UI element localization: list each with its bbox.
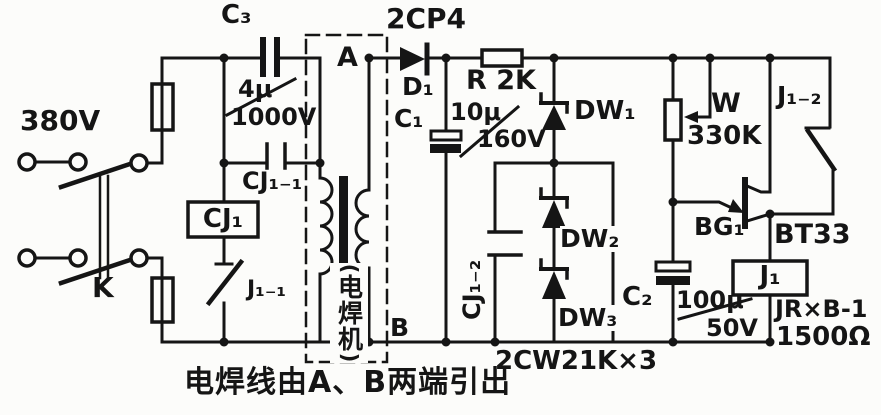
switch-terminal	[129, 153, 149, 173]
c2-voltage-label: 50V	[706, 314, 758, 342]
c1-capacity-label: 10μ	[450, 98, 502, 126]
dw3-label: DW₃	[558, 303, 618, 332]
potentiometer-w	[663, 56, 712, 204]
switch-terminal	[17, 152, 37, 172]
switch-terminal	[68, 248, 88, 268]
zener-model-label: 2CW21K×3	[495, 346, 658, 376]
transistor-base-bar	[742, 177, 748, 229]
contact-j1-1	[205, 235, 245, 344]
wiper-arrow	[684, 111, 698, 123]
capacitor-c1	[429, 56, 521, 344]
transformer-secondary-winding	[354, 56, 371, 344]
welder-name-text: 电焊机	[334, 274, 364, 352]
switch-terminal	[129, 248, 149, 268]
switch-k-label: K	[92, 271, 114, 304]
dw2-label: DW₂	[560, 224, 620, 253]
pot-value-label: 330K	[687, 121, 762, 151]
capacitor-c3	[224, 37, 322, 118]
resistor-r-label: R 2K	[466, 65, 536, 96]
resistor-r	[480, 48, 832, 129]
c3-rating-slash	[224, 76, 298, 118]
zener-dw3	[539, 258, 569, 344]
fuse-bottom	[145, 256, 175, 344]
diode-d1	[367, 42, 484, 76]
d1-label: D₁	[402, 72, 434, 101]
transformer-core	[339, 176, 348, 276]
c1-label: C₁	[394, 104, 424, 133]
knife-switch-k	[17, 152, 149, 286]
c2-capacity-label: 100μ	[676, 286, 744, 314]
c1-rating-slash	[458, 104, 521, 159]
switch-terminal	[68, 152, 88, 172]
contact-j1-2	[768, 126, 838, 216]
j1-2-contact-label: J₁₋₂	[777, 81, 822, 110]
bg1-model-label: BT33	[774, 219, 851, 250]
fuse-top	[145, 56, 262, 165]
relay-model-label: JR×B-1	[775, 295, 868, 323]
supply-voltage-label: 380V	[20, 104, 101, 137]
zener-dw1	[539, 56, 569, 165]
c2-label: C₂	[622, 282, 653, 312]
j1-coil-label: J₁	[759, 261, 781, 291]
cj1-2-contact-label: CJ₁₋₂	[458, 259, 486, 320]
emitter-arrow	[728, 199, 744, 213]
contactor-coil-cj1	[186, 161, 260, 239]
terminal-b-label: B	[390, 313, 410, 342]
dw1-label: DW₁	[574, 96, 636, 126]
cj1-1-contact-label: CJ₁₋₁	[242, 167, 303, 195]
paren-close: )	[337, 352, 362, 363]
c3-capacity-label: 4μ	[238, 75, 273, 103]
transformer-primary-winding	[318, 56, 334, 344]
paren-open: (	[337, 263, 362, 274]
switch-terminal	[17, 248, 37, 268]
bg1-label: BG₁	[694, 212, 745, 241]
figure-caption: 电焊线由A、B两端引出	[184, 365, 512, 400]
c3-label: C₃	[221, 0, 252, 30]
cj1-coil-label: CJ₁	[202, 204, 244, 234]
terminal-a-label: A	[337, 42, 358, 73]
welder-machine-label: ( 电焊机 )	[330, 263, 368, 363]
pot-w-label: W	[711, 88, 741, 119]
relay-coil-j1	[731, 212, 809, 344]
d1-model-label: 2CP4	[386, 2, 467, 35]
c2-rating-slash	[677, 297, 753, 321]
capacitor-c2	[654, 200, 753, 344]
j1-1-contact-label: J₁₋₁	[247, 277, 287, 302]
c3-voltage-label: 1000V	[231, 103, 317, 131]
relay-resistance-label: 1500Ω	[776, 322, 871, 352]
junction-dots	[219, 53, 775, 347]
zener-dw2	[539, 161, 569, 271]
c1-voltage-label: 160V	[477, 125, 546, 153]
